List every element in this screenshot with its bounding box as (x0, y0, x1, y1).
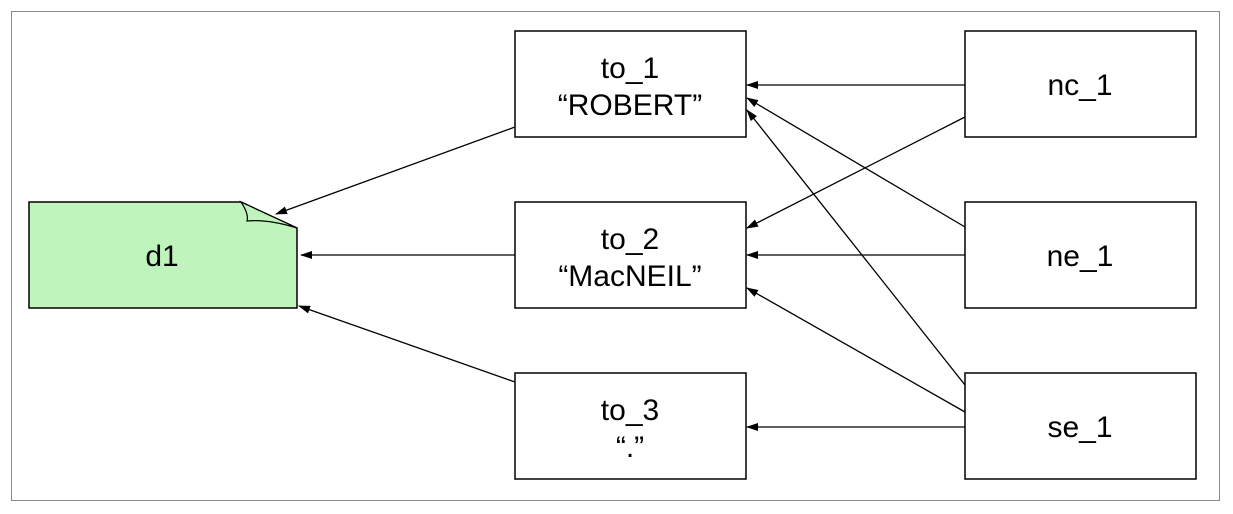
token-box (514, 30, 747, 138)
token-text-label: “.” (616, 431, 644, 464)
annotation-node-ne-1[interactable]: ne_1 (964, 201, 1197, 309)
token-text-label: “ROBERT” (558, 89, 702, 122)
document-label: d1 (145, 240, 178, 273)
token-text-label: “MacNEIL” (558, 260, 701, 293)
annotation-label: nc_1 (1047, 69, 1112, 102)
annotation-label: se_1 (1047, 411, 1112, 444)
token-node-to-3[interactable]: to_3 “.” (514, 372, 747, 480)
edge-to-3-to-d1 (298, 305, 516, 383)
edge-to-1-to-d1 (275, 126, 516, 215)
token-node-to-1[interactable]: to_1 “ROBERT” (514, 30, 747, 138)
annotation-box (964, 30, 1197, 138)
token-id-label: to_3 (601, 394, 659, 427)
token-box (514, 372, 747, 480)
annotation-label: ne_1 (1047, 240, 1114, 273)
token-box (514, 201, 747, 309)
edge-ne-1-to-to-1 (746, 97, 966, 228)
token-node-to-2[interactable]: to_2 “MacNEIL” (514, 201, 747, 309)
edge-se-1-to-to-1 (746, 109, 966, 386)
document-shape (28, 201, 298, 309)
token-id-label: to_1 (601, 52, 659, 85)
edges-layer (275, 81, 966, 431)
annotation-node-se-1[interactable]: se_1 (964, 372, 1197, 480)
annotation-box (964, 372, 1197, 480)
token-id-label: to_2 (601, 223, 659, 256)
annotation-box (964, 201, 1197, 309)
diagram-frame (11, 11, 1220, 501)
annotation-node-nc-1[interactable]: nc_1 (964, 30, 1197, 138)
document-node-d1[interactable]: d1 (28, 200, 298, 309)
document-fold-corner (239, 200, 298, 229)
edge-nc-1-to-to-2 (746, 116, 966, 229)
edge-se-1-to-to-2 (746, 287, 966, 413)
